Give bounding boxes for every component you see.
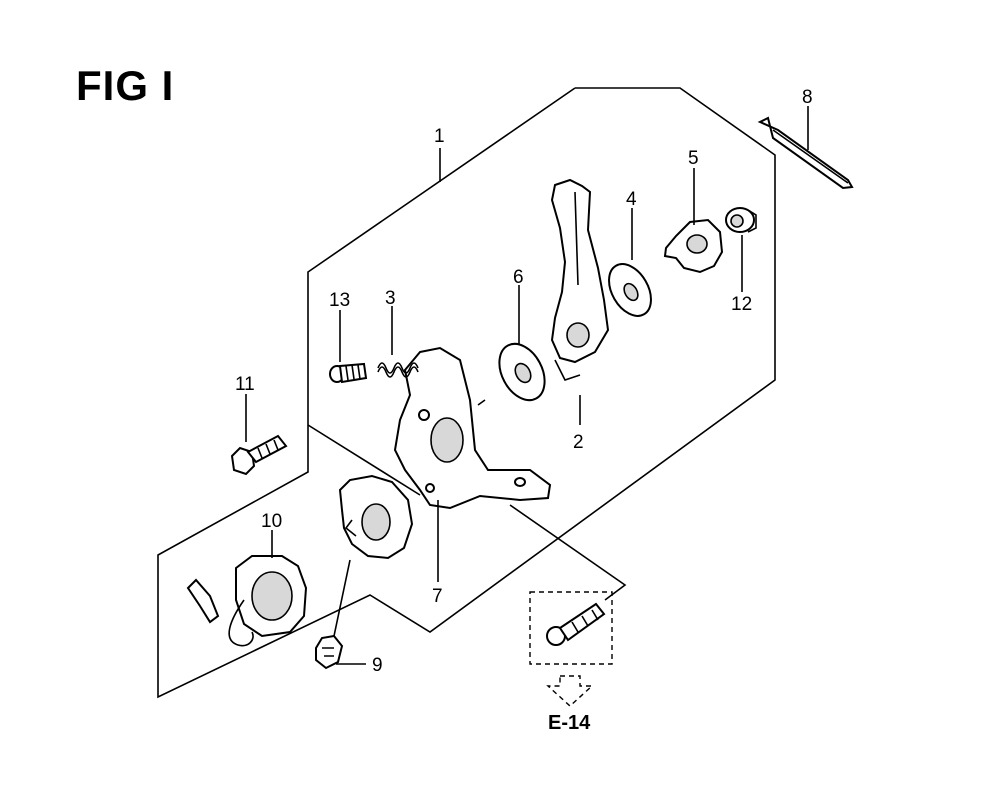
- callout-9: 9: [372, 655, 383, 676]
- part-8-rod: [757, 116, 854, 190]
- callout-6: 6: [513, 267, 524, 288]
- assembly-outline: [157, 87, 776, 699]
- inner-outline-line: [307, 424, 421, 496]
- figure-title: FIG I: [76, 62, 175, 109]
- callout-2: 2: [573, 432, 584, 453]
- reference-leader-outline: [509, 504, 627, 601]
- callout-5: 5: [688, 148, 699, 169]
- callout-12: 12: [731, 294, 752, 315]
- part-4-washer: [608, 263, 652, 317]
- part-9-clip: [315, 559, 351, 670]
- part-2-governor-arm: [550, 178, 610, 381]
- reference-arrow: [546, 675, 594, 707]
- part-10-sensor: [186, 555, 308, 647]
- leader-lines: [245, 106, 809, 665]
- part-3-spring: [377, 362, 419, 378]
- reference-box: [529, 591, 613, 665]
- callout-3: 3: [385, 288, 396, 309]
- part-11-bolt: [230, 434, 288, 476]
- callout-10: 10: [261, 511, 282, 532]
- part-5-cam-plate: [663, 218, 724, 274]
- part-6-washer: [498, 342, 546, 402]
- callout-7: 7: [432, 586, 443, 607]
- callout-1: 1: [434, 126, 445, 147]
- part-13-screw: [329, 362, 368, 384]
- part-12-nut: [725, 207, 757, 233]
- callout-11: 11: [235, 374, 255, 395]
- part-9-sensor-plate: [338, 474, 414, 560]
- callout-8: 8: [802, 87, 813, 108]
- callout-13: 13: [329, 290, 350, 311]
- reference-label: E-14: [548, 712, 591, 734]
- part-7-bracket: [393, 346, 552, 510]
- callout-4: 4: [626, 189, 637, 210]
